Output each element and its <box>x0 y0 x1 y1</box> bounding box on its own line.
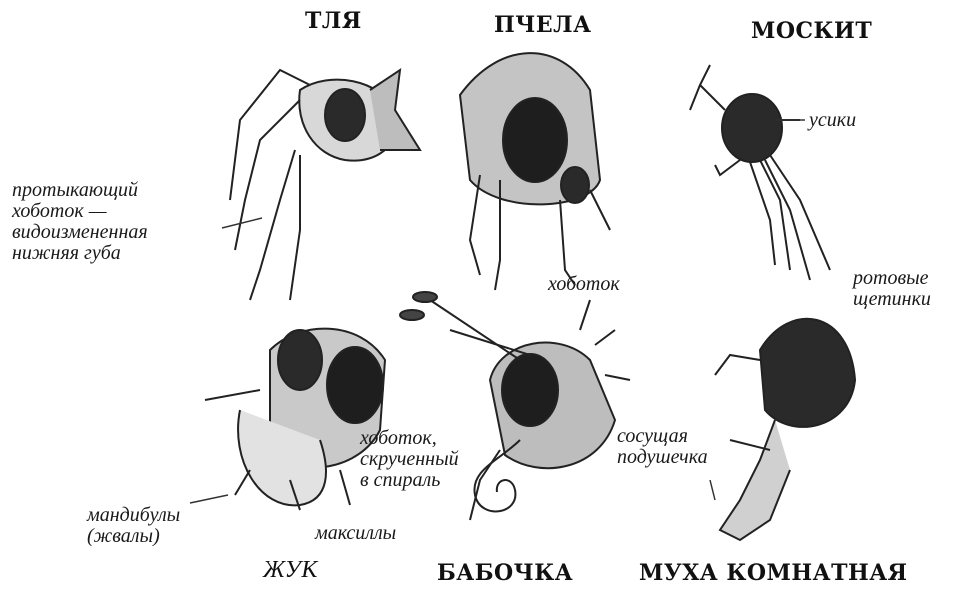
label-mosquito-bristles: ротовые щетинки <box>853 268 931 310</box>
label-bee-proboscis: хоботок <box>548 274 620 295</box>
label-beetle-maxillae: максиллы <box>315 523 396 544</box>
beetle-head-drawing <box>205 329 385 510</box>
title-aphid: ТЛЯ <box>305 8 362 34</box>
aphid-head-drawing <box>230 70 420 300</box>
label-beetle-mandibles: мандибулы (жвалы) <box>87 505 180 547</box>
label-aphid-proboscis: протыкающий хоботок — видоизмененная ниж… <box>12 180 148 264</box>
leader-fly-pad <box>710 480 715 500</box>
label-butterfly-proboscis: хоботок, скрученный в спираль <box>360 428 459 491</box>
title-butterfly: БАБОЧКА <box>437 560 573 586</box>
leader-beetle-mandibles <box>190 495 228 503</box>
title-housefly: МУХА КОМНАТНАЯ <box>639 560 908 586</box>
mosquito-head-drawing <box>690 65 830 280</box>
title-bee: ПЧЕЛА <box>494 12 592 38</box>
label-fly-pad: сосущая подушечка <box>617 426 708 468</box>
title-beetle: ЖУК <box>263 557 318 584</box>
bee-head-drawing <box>460 53 610 290</box>
label-mosquito-antennae: усики <box>809 110 856 131</box>
title-mosquito: МОСКИТ <box>751 18 872 44</box>
housefly-head-drawing <box>715 319 855 540</box>
